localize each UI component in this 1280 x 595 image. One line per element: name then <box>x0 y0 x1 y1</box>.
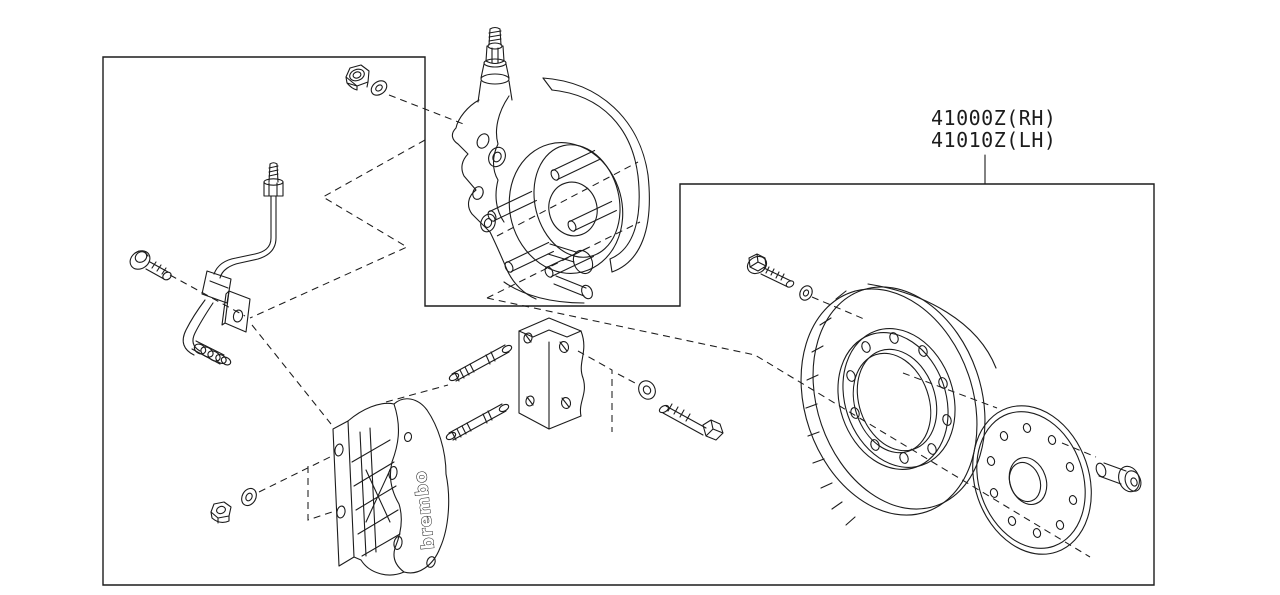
caliper-mount-bolts <box>445 344 513 441</box>
wheel-studs <box>487 149 617 278</box>
part-number-lh: 41010Z(LH) <box>931 128 1056 152</box>
brembo-caliper: brembo <box>332 398 450 576</box>
part-number-rh: 41000Z(RH) <box>931 106 1056 130</box>
brake-rotor <box>800 283 997 526</box>
assembly-leader-lines <box>169 94 1097 558</box>
rotor-bolt-holes <box>846 332 952 464</box>
hose-bracket-tab <box>221 290 251 333</box>
lock-nut-top <box>345 64 370 91</box>
washer-top <box>370 80 388 96</box>
lock-nut-lower <box>210 501 232 524</box>
knuckle-bolt-lower <box>638 380 724 441</box>
caliper-adapter-bracket <box>518 317 585 430</box>
part-number-callout: 41000Z(RH) 41010Z(LH) <box>931 106 1056 185</box>
pin-bolt <box>1095 462 1142 493</box>
banjo-bolt <box>129 250 172 281</box>
steering-knuckle-hub <box>451 26 650 304</box>
brembo-logo-text: brembo <box>411 469 439 550</box>
hub-adapter-plate <box>972 405 1092 555</box>
knuckle-bolt-upper <box>746 253 813 301</box>
brake-hose-assembly <box>182 162 284 366</box>
plate-bolt-holes <box>986 423 1078 538</box>
washer-lower <box>241 487 257 507</box>
